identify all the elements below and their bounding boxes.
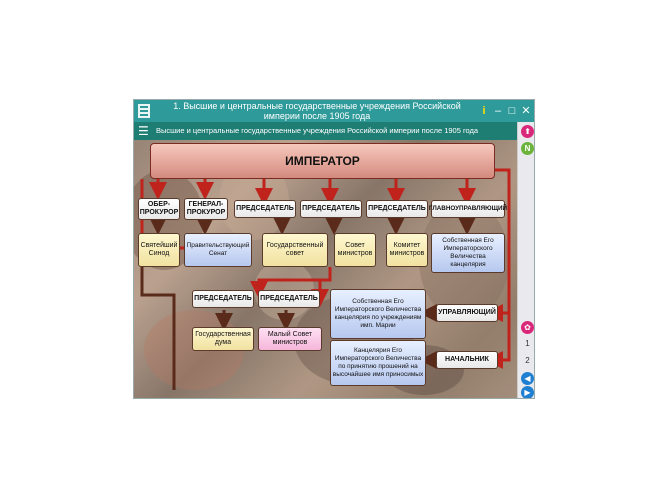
state-duma-box[interactable]: Государственная дума xyxy=(192,327,254,351)
maximize-button[interactable]: □ xyxy=(508,105,516,117)
menu-icon[interactable]: ☰ xyxy=(138,124,149,138)
next-arrow-icon[interactable]: ▶ xyxy=(521,386,534,398)
committee-of-ministers-box[interactable]: Комитет министров xyxy=(386,233,428,267)
new-badge-icon[interactable]: N xyxy=(521,142,534,155)
page-1-link[interactable]: 1 xyxy=(525,339,530,348)
petitions-chancellery-box[interactable]: Канцелярия Его Императорского Величества… xyxy=(330,340,426,386)
window-title: 1. Высшие и центральные государственные … xyxy=(173,101,461,121)
chief-manager-box[interactable]: ГЛАВНОУПРАВЛЯЮЩИЙ xyxy=(429,200,507,218)
gear-icon[interactable]: ✿ xyxy=(521,321,534,334)
chairman-box-5[interactable]: ПРЕДСЕДАТЕЛЬ xyxy=(258,290,320,308)
council-of-ministers-box[interactable]: Совет министров xyxy=(334,233,376,267)
minimize-button[interactable]: – xyxy=(494,105,502,117)
general-procurator-box[interactable]: ГЕНЕРАЛ-ПРОКУРОР xyxy=(184,198,228,220)
info-icon[interactable]: i xyxy=(482,105,486,117)
manager-box[interactable]: УПРАВЛЯЮЩИЙ xyxy=(436,304,498,322)
chairman-box-1[interactable]: ПРЕДСЕДАТЕЛЬ xyxy=(234,200,296,218)
up-arrow-icon[interactable]: ⬆ xyxy=(521,125,534,138)
diagram-canvas: ИМПЕРАТОР ОБЕР-ПРОКУРОР ГЕНЕРАЛ-ПРОКУРОР… xyxy=(134,140,517,398)
holy-synod-box[interactable]: Святейший Синод xyxy=(138,233,180,267)
chairman-box-2[interactable]: ПРЕДСЕДАТЕЛЬ xyxy=(300,200,362,218)
app-window: 1. Высшие и центральные государственные … xyxy=(133,99,535,399)
small-council-box[interactable]: Малый Совет министров xyxy=(258,327,322,351)
chairman-box-3[interactable]: ПРЕДСЕДАТЕЛЬ xyxy=(366,200,428,218)
page-2-link[interactable]: 2 xyxy=(525,356,530,365)
app-logo-icon xyxy=(138,104,150,118)
slide-title: Высшие и центральные государственные учр… xyxy=(156,126,479,135)
governing-senate-box[interactable]: Правительствующий Сенат xyxy=(184,233,252,267)
side-panel: ⬆ N ✿ 1 2 ◀ ▶ xyxy=(517,122,534,398)
previous-arrow-icon[interactable]: ◀ xyxy=(521,372,534,385)
head-box[interactable]: НАЧАЛЬНИК xyxy=(436,351,498,369)
imperial-chancellery-box[interactable]: Собственная Его Императорского Величеств… xyxy=(431,233,505,273)
chairman-box-4[interactable]: ПРЕДСЕДАТЕЛЬ xyxy=(192,290,254,308)
toolbar: ☰ Высшие и центральные государственные у… xyxy=(134,122,517,140)
state-council-box[interactable]: Государственный совет xyxy=(262,233,328,267)
maria-chancellery-box[interactable]: Собственная Его Императорского Величеств… xyxy=(330,289,426,339)
close-button[interactable]: ✕ xyxy=(521,105,531,117)
emperor-box[interactable]: ИМПЕРАТОР xyxy=(150,143,495,179)
ober-procurator-box[interactable]: ОБЕР-ПРОКУРОР xyxy=(138,198,180,220)
title-bar[interactable]: 1. Высшие и центральные государственные … xyxy=(134,100,534,122)
